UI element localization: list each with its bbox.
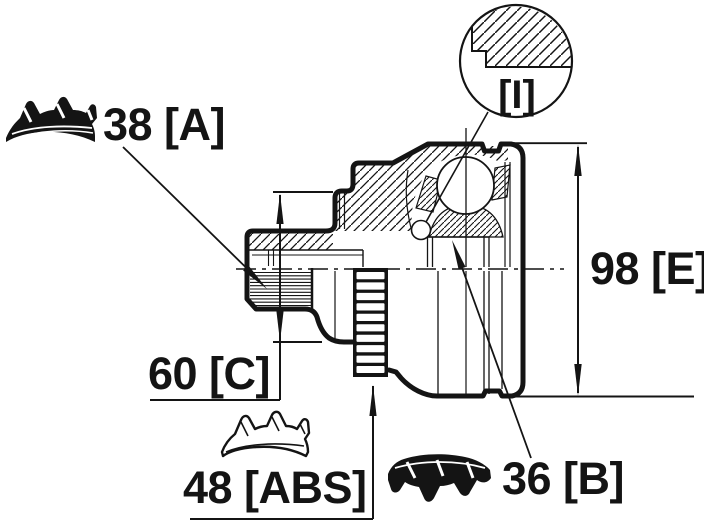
dimension-label-38a: 38 [A] bbox=[103, 99, 225, 150]
detail-section-hatch bbox=[472, 6, 572, 67]
cavity-contour-line bbox=[405, 169, 412, 229]
internal-spline-icon bbox=[388, 454, 491, 502]
external-spline-icon bbox=[6, 96, 97, 142]
abs-tooth-ring bbox=[353, 268, 388, 377]
dimension-60-c: 60 [C] bbox=[148, 191, 333, 401]
dimension-label-36b: 36 [B] bbox=[502, 453, 624, 504]
detail-label-i: [I] bbox=[498, 73, 536, 117]
dimension-label-98e: 98 [E] bbox=[590, 243, 704, 294]
arrowhead bbox=[243, 265, 267, 289]
detail-groove-profile bbox=[471, 27, 571, 68]
arrowhead bbox=[276, 311, 284, 342]
flange-section-hatch bbox=[248, 231, 333, 250]
cv-joint-body bbox=[244, 128, 526, 399]
housing-section-hatch bbox=[333, 146, 508, 231]
leader-48-abs: 48 [ABS] bbox=[183, 385, 377, 520]
detail-leader-line bbox=[425, 111, 489, 223]
outer-profile-shaft bbox=[244, 265, 356, 345]
arrowhead bbox=[369, 385, 377, 416]
outer-profile bbox=[244, 141, 526, 399]
arrowhead bbox=[574, 144, 582, 176]
dimension-label-60c: 60 [C] bbox=[148, 348, 270, 399]
leader-38-a: 38 [A] bbox=[103, 99, 267, 289]
dimension-label-48abs: 48 [ABS] bbox=[183, 462, 367, 513]
dimension-98-e: 98 [E] bbox=[512, 142, 704, 398]
detail-view-circle: [I] bbox=[425, 3, 574, 223]
arrowhead bbox=[574, 364, 582, 396]
detail-location-marker bbox=[410, 219, 432, 241]
leader-36-b: 36 [B] bbox=[452, 240, 625, 504]
spline-ring-icon bbox=[220, 410, 311, 458]
arrowhead bbox=[276, 193, 284, 224]
arrowhead bbox=[452, 240, 466, 270]
